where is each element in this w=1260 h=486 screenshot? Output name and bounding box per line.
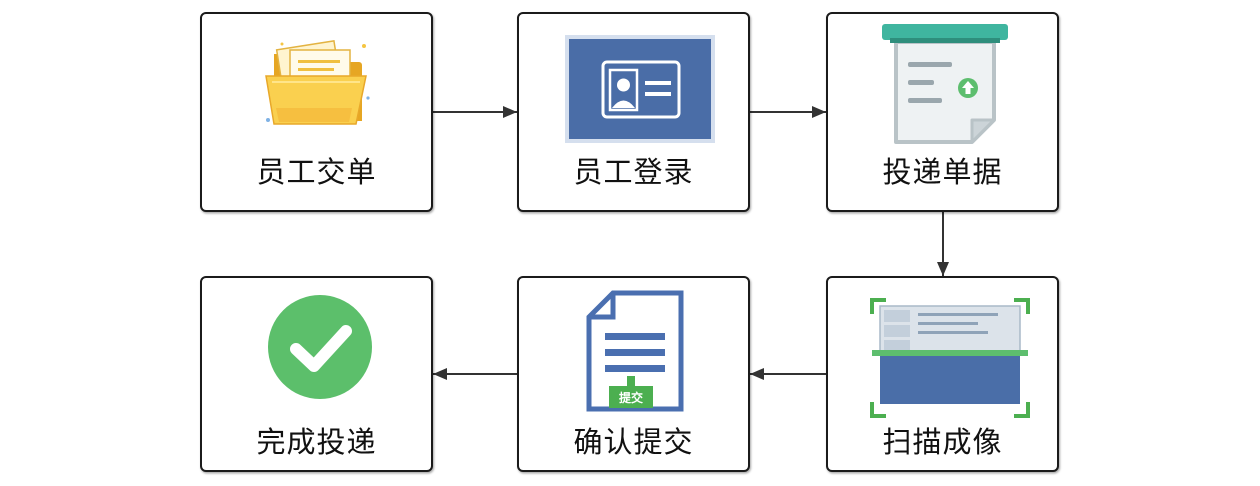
step-delivery-complete: 完成投递	[200, 276, 433, 472]
step-label: 员工交单	[256, 155, 377, 189]
step-label: 完成投递	[256, 425, 377, 459]
step-label: 投递单据	[882, 155, 1003, 189]
receipt-document-icon	[882, 24, 1008, 144]
step-label: 确认提交	[573, 425, 694, 459]
scan-icon	[870, 298, 1030, 418]
step-employee-login: 员工登录	[517, 12, 750, 212]
step-deliver-documents: 投递单据	[826, 12, 1059, 212]
step-label: 扫描成像	[882, 425, 1003, 459]
step-confirm-submit: 提交 确认提交	[517, 276, 750, 472]
folder-icon	[265, 39, 370, 125]
submit-document-icon: 提交	[586, 290, 684, 412]
step-scan-imaging: 扫描成像	[826, 276, 1059, 472]
check-circle-icon	[268, 295, 372, 399]
step-submit-order: 员工交单	[200, 12, 433, 212]
id-card-icon	[565, 35, 715, 143]
submit-tag-text: 提交	[619, 390, 643, 405]
step-label: 员工登录	[573, 155, 694, 189]
submit-tag	[609, 386, 653, 408]
